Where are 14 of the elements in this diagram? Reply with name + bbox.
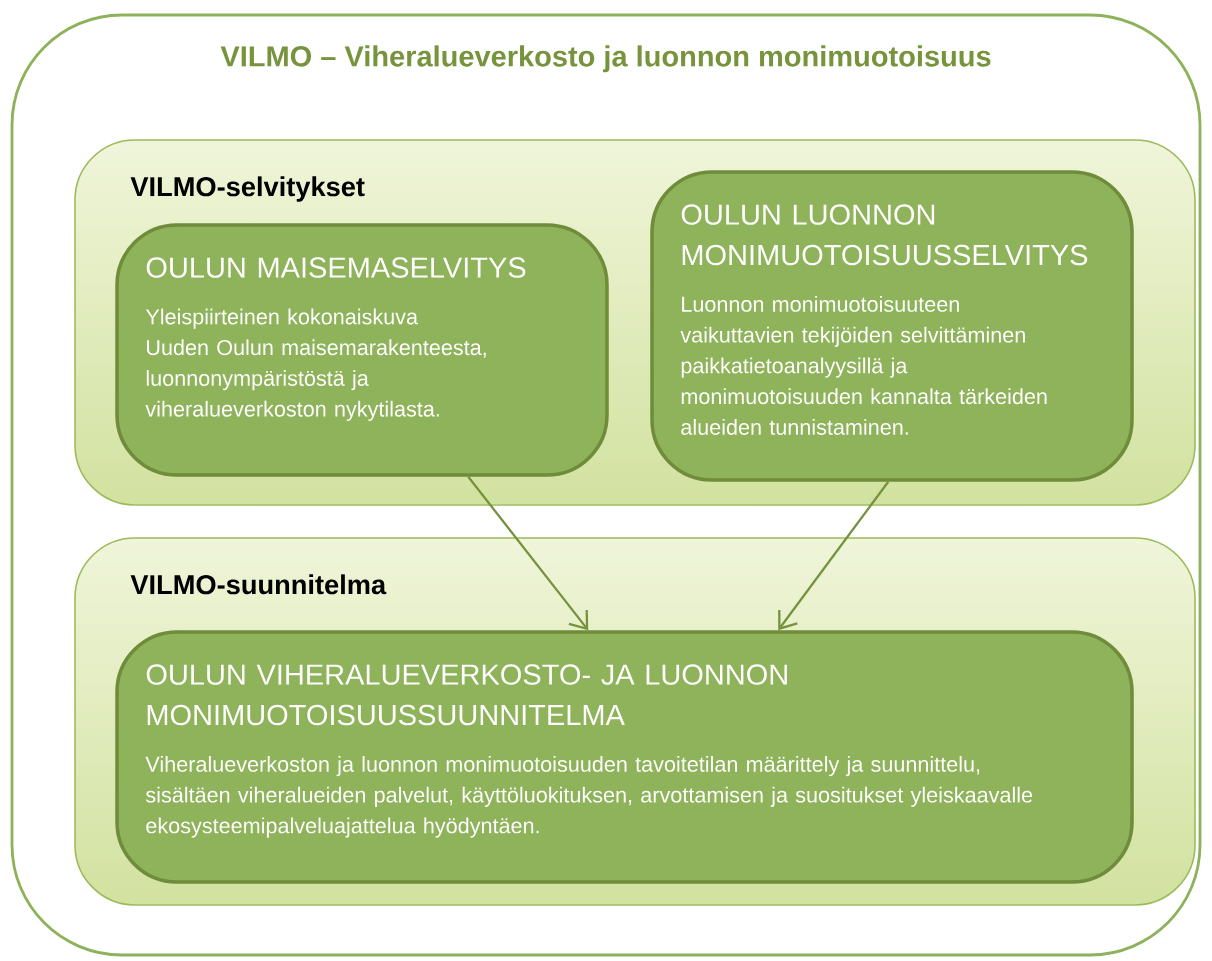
box-description: Viheralueverkoston ja luonnon monimuotoisuuden tavoitetilan määrittely ja suunnittelu, sisältäen viheralueiden palvelut, käyttöluokituksen, arvottamisen ja suositukset yleiskaavalle ekosysteemipalveluajattelua hyödyntäen. <box>145 756 1033 838</box>
title: VILMO – Viheralueverkosto ja luonnon monimuotoisuus <box>220 45 991 73</box>
box-description: Yleispiirteinen kokonaiskuva Uuden Oulun maisemarakenteesta, luonnonympäristöstä ja viheralueverkoston nykytilasta. <box>145 308 486 421</box>
content-box <box>115 630 1134 884</box>
box-description: Luonnon monimuotoisuuteen vaikuttavien tekijöiden selvittäminen paikkatietoanalyysillä ja monimuotoisuuden kannalta tärkeiden alueiden tunnistaminen. <box>680 296 1047 435</box>
content-box <box>115 223 609 477</box>
section-heading: VILMO-selvitykset <box>130 176 365 202</box>
arrow <box>778 481 890 631</box>
content-box <box>650 170 1134 482</box>
arrow <box>467 476 589 631</box>
box-heading: OULUN LUONNON MONIMUOTOISUUSSELVITYS <box>681 204 1088 266</box>
box-heading: OULUN VIHERALUEVERKOSTO- JA LUONNON MONIMUOTOISUUSSUUNNITELMA <box>146 664 787 726</box>
section-heading: VILMO-suunnitelma <box>130 574 387 595</box>
box-heading: OULUN MAISEMASELVITYS <box>146 257 526 278</box>
